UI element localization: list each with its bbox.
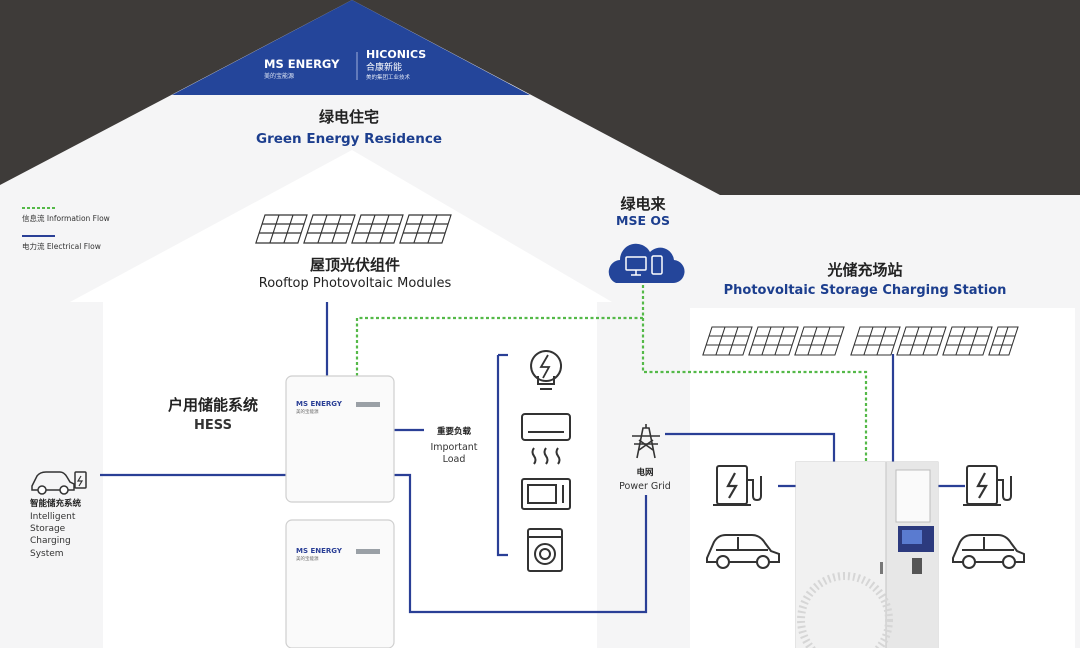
storage-charging-cabinet — [795, 461, 939, 648]
car-charging-icon-left — [31, 471, 87, 495]
ms-energy-logo: MS ENERGY 美的宝能源 — [264, 57, 340, 80]
pv-modules-title-cn: 屋顶光伏组件 — [310, 256, 400, 274]
station-title-cn: 光储充场站 — [826, 261, 902, 279]
washing-machine-icon — [527, 528, 563, 572]
important-load-en-1: Important — [430, 442, 477, 453]
hess-title-en: HESS — [194, 418, 232, 433]
rooftop-solar-panels — [255, 214, 452, 244]
svg-text:美的宝能源: 美的宝能源 — [296, 555, 319, 562]
intelligent-storage-en-4: System — [30, 549, 64, 559]
hess-unit-bottom: MS ENERGY 美的宝能源 — [285, 519, 395, 648]
power-grid-cn: 电网 — [636, 467, 653, 478]
transmission-tower-icon — [632, 424, 660, 459]
car-icon-station-right — [952, 534, 1025, 569]
station-title-en: Photovoltaic Storage Charging Station — [724, 283, 1007, 298]
svg-text:合康新能: 合康新能 — [366, 61, 402, 73]
hess-unit-top: MS ENERGY 美的宝能源 — [285, 375, 395, 503]
station-solar-panels — [702, 326, 1019, 356]
svg-text:MS ENERGY: MS ENERGY — [296, 547, 343, 555]
residence-title-en: Green Energy Residence — [256, 131, 442, 147]
air-conditioner-icon — [521, 413, 571, 465]
intelligent-storage-en-2: Storage — [30, 524, 66, 534]
power-grid-en: Power Grid — [619, 481, 671, 492]
svg-text:美的宝能源: 美的宝能源 — [296, 408, 319, 415]
mse-os-title-cn: 绿电来 — [620, 195, 666, 213]
important-load-en-2: Load — [443, 454, 466, 465]
important-load-cn: 重要负载 — [437, 426, 472, 437]
legend-electrical-label: 电力流 Electrical Flow — [22, 241, 101, 251]
legend-info-label: 信息流 Information Flow — [22, 213, 110, 223]
electrical-flow-lines — [100, 302, 965, 614]
intelligent-storage-cn: 智能储充系统 — [29, 498, 82, 509]
svg-text:HICONICS: HICONICS — [366, 48, 426, 61]
charger-icon-right — [963, 465, 1012, 506]
svg-text:MS ENERGY: MS ENERGY — [296, 400, 343, 408]
roof-blue — [172, 0, 530, 95]
hess-title-cn: 户用储能系统 — [168, 396, 258, 414]
svg-text:MS ENERGY: MS ENERGY — [264, 57, 340, 71]
microwave-icon — [521, 478, 571, 510]
intelligent-storage-en-3: Charging — [30, 536, 71, 546]
intelligent-storage-en-1: Intelligent — [30, 512, 76, 522]
light-bulb-icon — [530, 350, 562, 390]
svg-text:美的集团工业技术: 美的集团工业技术 — [366, 73, 411, 81]
charger-icon-left — [713, 465, 762, 506]
car-icon-station-left — [706, 534, 780, 569]
residence-title-cn: 绿电住宅 — [319, 108, 379, 126]
pv-modules-title-en: Rooftop Photovoltaic Modules — [259, 276, 452, 291]
hiconics-logo: HICONICS 合康新能 美的集团工业技术 — [366, 48, 426, 81]
svg-text:美的宝能源: 美的宝能源 — [264, 72, 294, 80]
mse-os-title-en: MSE OS — [616, 213, 670, 228]
information-flow-lines — [355, 285, 868, 462]
cloud-monitor-phone-icon — [608, 243, 685, 284]
